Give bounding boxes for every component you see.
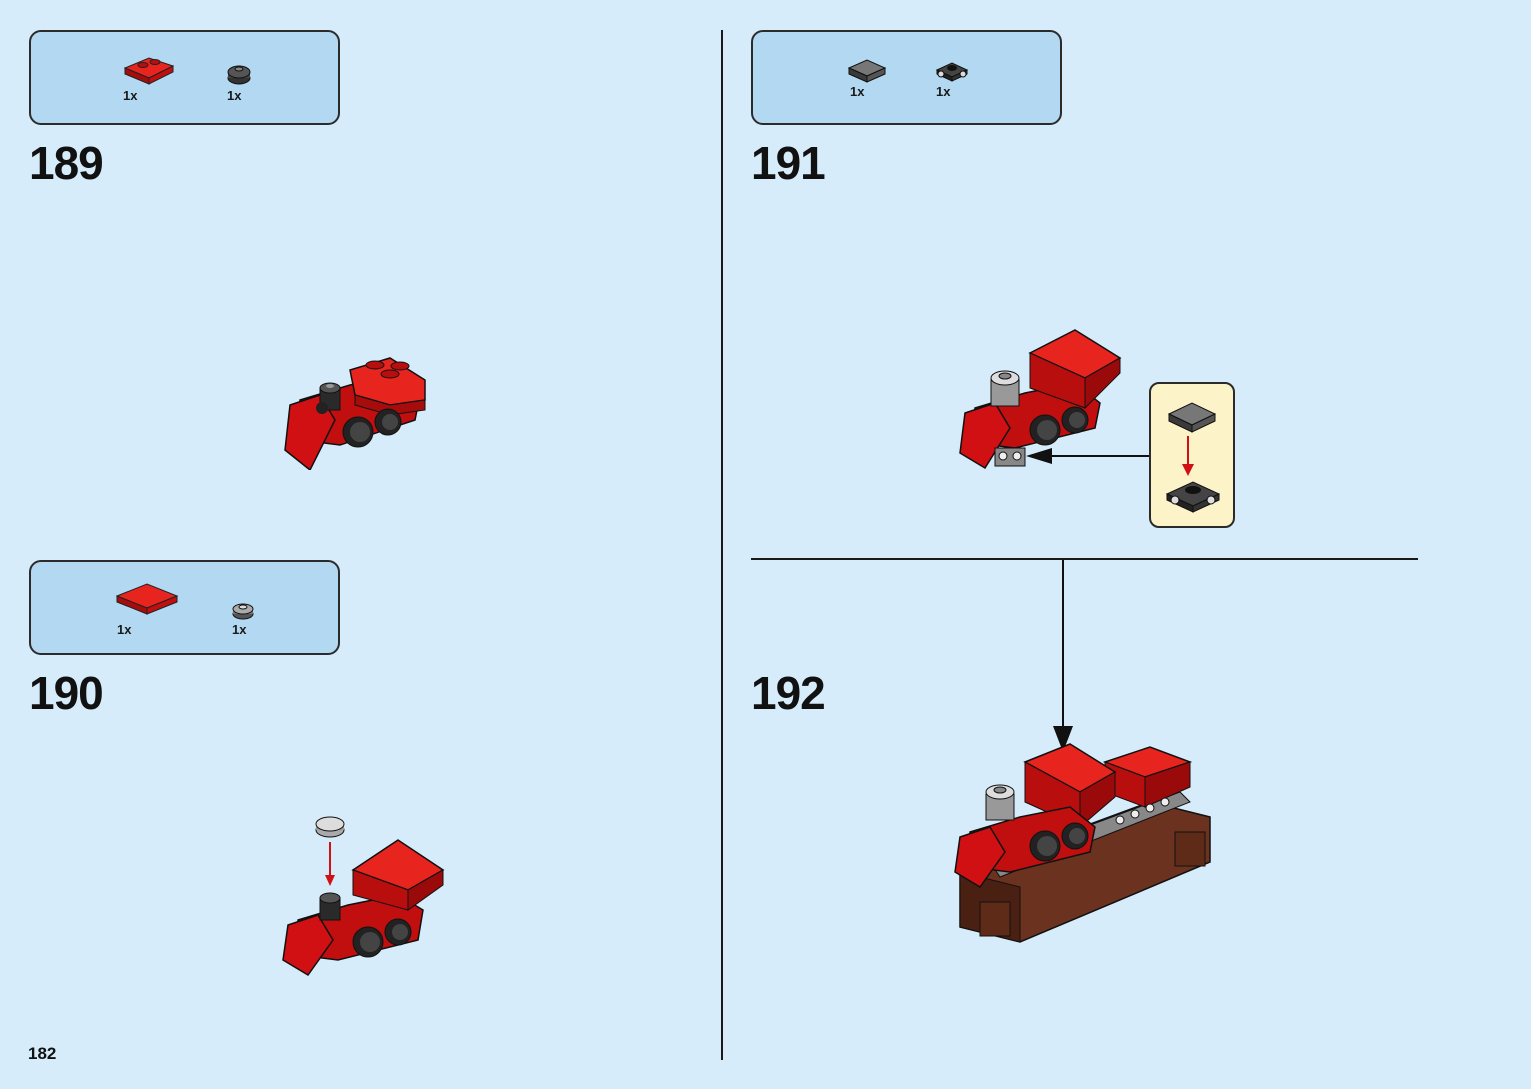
parts-box-step-191: 1x 1x xyxy=(751,30,1062,125)
page-divider-vertical xyxy=(721,30,723,1060)
dark-grey-tile-icon xyxy=(847,59,887,83)
red-down-arrow-icon xyxy=(1182,436,1194,476)
step-191-pointer-arrow xyxy=(1026,448,1152,464)
part-qty: 1x xyxy=(936,84,951,99)
red-plate-1x2-icon xyxy=(123,57,175,85)
step-190-train-model xyxy=(282,816,445,976)
step-number: 189 xyxy=(29,137,104,189)
part-qty: 1x xyxy=(850,84,865,99)
part-qty: 1x xyxy=(232,622,247,637)
wheel-holder-icon xyxy=(1165,481,1221,513)
red-plate-2x2-icon xyxy=(115,583,179,615)
step-189-train-model xyxy=(284,357,426,470)
step-192-pointer-arrow xyxy=(1053,560,1073,752)
silver-round-plate-icon xyxy=(232,603,254,620)
page-divider-horizontal xyxy=(751,558,1418,560)
step-192-train-model xyxy=(954,743,1211,943)
step-number: 191 xyxy=(751,137,826,189)
step-number: 190 xyxy=(29,667,104,719)
part-qty: 1x xyxy=(123,88,138,103)
part-qty: 1x xyxy=(117,622,132,637)
parts-box-step-190: 1x 1x xyxy=(29,560,340,655)
part-qty: 1x xyxy=(227,88,242,103)
page-number: 182 xyxy=(28,1044,57,1063)
dark-grey-tile-icon xyxy=(1167,402,1217,433)
step-191-callout xyxy=(1149,382,1235,528)
step-number: 192 xyxy=(751,667,826,719)
step-191-train-model xyxy=(959,329,1122,470)
wheel-holder-icon xyxy=(935,62,969,82)
parts-box-step-189: 1x 1x xyxy=(29,30,340,125)
dark-grey-round-tile-icon xyxy=(227,65,251,85)
